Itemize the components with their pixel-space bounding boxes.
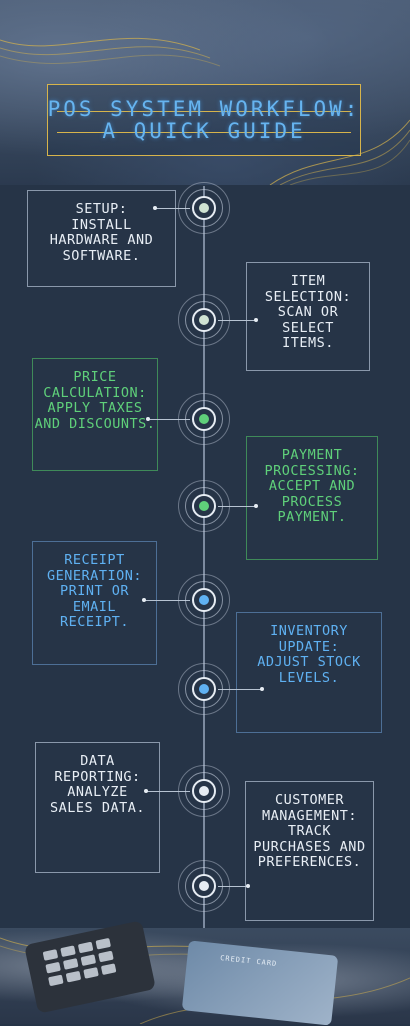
- header-photo: [0, 0, 410, 185]
- connector-dot-inventory-update: [260, 687, 264, 691]
- timeline-node-inventory-update: [178, 663, 230, 715]
- connector-inventory-update: [218, 689, 262, 690]
- step-box-inventory-update: INVENTORY UPDATE: ADJUST STOCK LEVELS.: [236, 612, 382, 733]
- step-text-item-selection: ITEM SELECTION: SCAN OR SELECT ITEMS.: [264, 273, 352, 351]
- step-box-data-reporting: DATA REPORTING: ANALYZE SALES DATA.: [35, 742, 160, 873]
- step-text-payment-processing: PAYMENT PROCESSING: ACCEPT AND PROCESS P…: [264, 447, 360, 525]
- timeline-node-setup: [178, 182, 230, 234]
- title-frame: [47, 84, 361, 156]
- timeline-node-price-calculation: [178, 393, 230, 445]
- timeline-line: [203, 186, 205, 928]
- connector-dot-customer-management: [246, 884, 250, 888]
- step-box-setup: SETUP: INSTALL HARDWARE AND SOFTWARE.: [27, 190, 176, 287]
- timeline-node-customer-management: [178, 860, 230, 912]
- connector-dot-setup: [153, 206, 157, 210]
- timeline-node-data-reporting: [178, 765, 230, 817]
- connector-setup: [156, 208, 190, 209]
- step-text-customer-management: CUSTOMER MANAGEMENT: TRACK PURCHASES AND…: [253, 792, 366, 870]
- step-box-price-calculation: PRICE CALCULATION: APPLY TAXES AND DISCO…: [32, 358, 158, 471]
- connector-dot-item-selection: [254, 318, 258, 322]
- step-text-inventory-update: INVENTORY UPDATE: ADJUST STOCK LEVELS.: [257, 623, 361, 686]
- connector-data-reporting: [146, 791, 190, 792]
- connector-item-selection: [218, 320, 256, 321]
- connector-receipt-generation: [144, 600, 190, 601]
- step-box-payment-processing: PAYMENT PROCESSING: ACCEPT AND PROCESS P…: [246, 436, 378, 560]
- step-text-receipt-generation: RECEIPT GENERATION: PRINT OR EMAIL RECEI…: [47, 552, 142, 630]
- connector-customer-management: [218, 886, 248, 887]
- header-decorative-lines: [0, 37, 410, 185]
- title-divider-bottom: [57, 132, 351, 133]
- step-box-receipt-generation: RECEIPT GENERATION: PRINT OR EMAIL RECEI…: [32, 541, 157, 665]
- connector-dot-receipt-generation: [142, 598, 146, 602]
- connector-dot-data-reporting: [144, 789, 148, 793]
- connector-payment-processing: [218, 506, 256, 507]
- connector-price-calculation: [148, 419, 190, 420]
- step-box-customer-management: CUSTOMER MANAGEMENT: TRACK PURCHASES AND…: [245, 781, 374, 921]
- timeline-node-receipt-generation: [178, 574, 230, 626]
- step-text-setup: SETUP: INSTALL HARDWARE AND SOFTWARE.: [49, 201, 154, 264]
- timeline-node-item-selection: [178, 294, 230, 346]
- connector-dot-payment-processing: [254, 504, 258, 508]
- page-title: POS SYSTEM WORKFLOW: A QUICK GUIDE: [47, 97, 361, 143]
- step-text-data-reporting: DATA REPORTING: ANALYZE SALES DATA.: [50, 753, 145, 816]
- connector-dot-price-calculation: [146, 417, 150, 421]
- step-box-item-selection: ITEM SELECTION: SCAN OR SELECT ITEMS.: [246, 262, 370, 371]
- step-text-price-calculation: PRICE CALCULATION: APPLY TAXES AND DISCO…: [34, 369, 156, 432]
- timeline-node-payment-processing: [178, 480, 230, 532]
- title-divider-top: [57, 111, 351, 112]
